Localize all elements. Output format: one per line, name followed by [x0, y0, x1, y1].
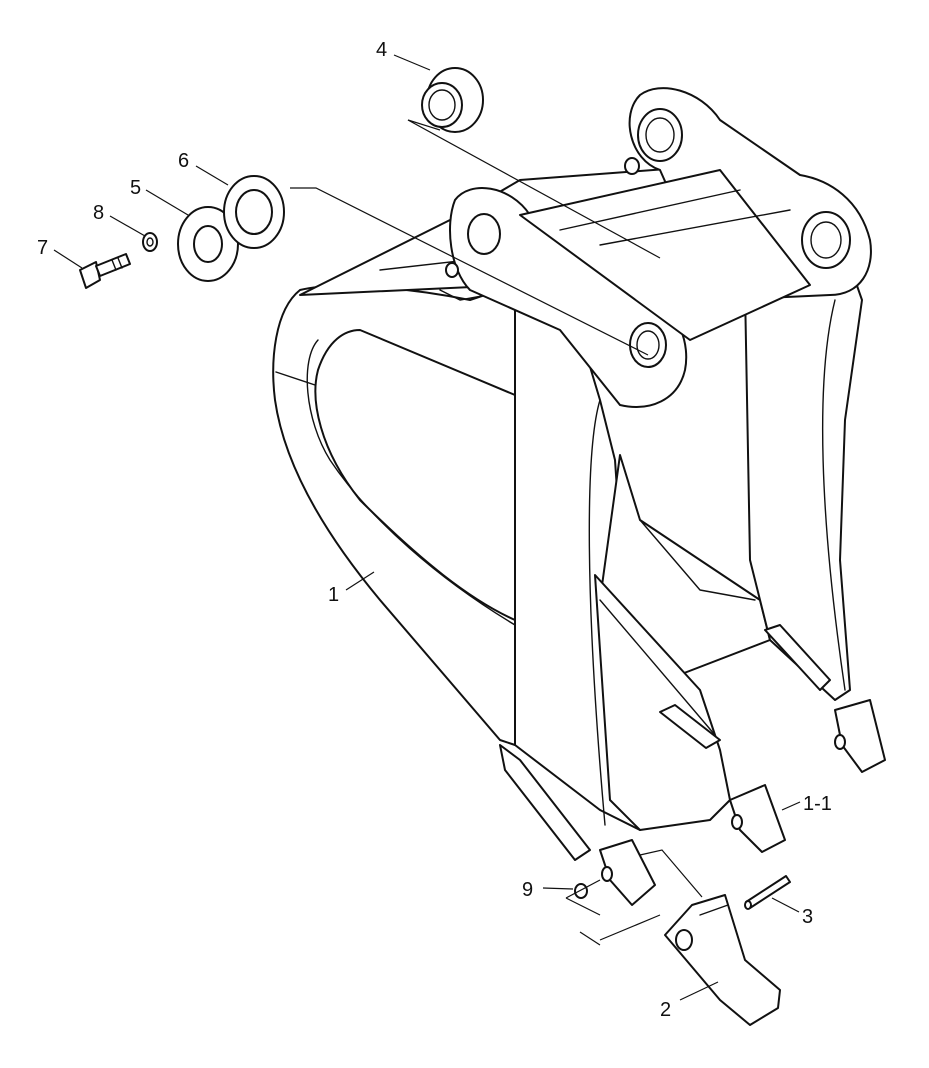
callout-part-1-1: 1-1	[803, 793, 832, 815]
callout-part-6: 6	[178, 150, 189, 172]
retaining-plate	[223, 175, 285, 249]
callout-part-4: 4	[376, 39, 387, 61]
bucket-body	[272, 87, 872, 861]
callout-leaders	[53, 54, 801, 1001]
callout-part-8: 8	[93, 202, 104, 224]
lock-washer	[142, 232, 158, 252]
callout-part-2: 2	[660, 999, 671, 1021]
bolt	[79, 253, 131, 289]
callout-part-1: 1	[328, 584, 339, 606]
tooth-adapters	[599, 699, 886, 906]
callout-part-7: 7	[37, 237, 48, 259]
callout-part-9: 9	[522, 879, 533, 901]
callout-part-3: 3	[802, 906, 813, 928]
retaining-ring	[574, 883, 588, 899]
shim-plate	[177, 206, 239, 282]
tooth-pin	[744, 875, 791, 910]
callout-part-5: 5	[130, 177, 141, 199]
bucket-tooth	[664, 894, 781, 1026]
bushing	[421, 67, 484, 133]
callout-labels: 4 6 5 8 7 1 1-1 9 3 2	[37, 39, 832, 1021]
assembly-lines	[290, 119, 703, 946]
